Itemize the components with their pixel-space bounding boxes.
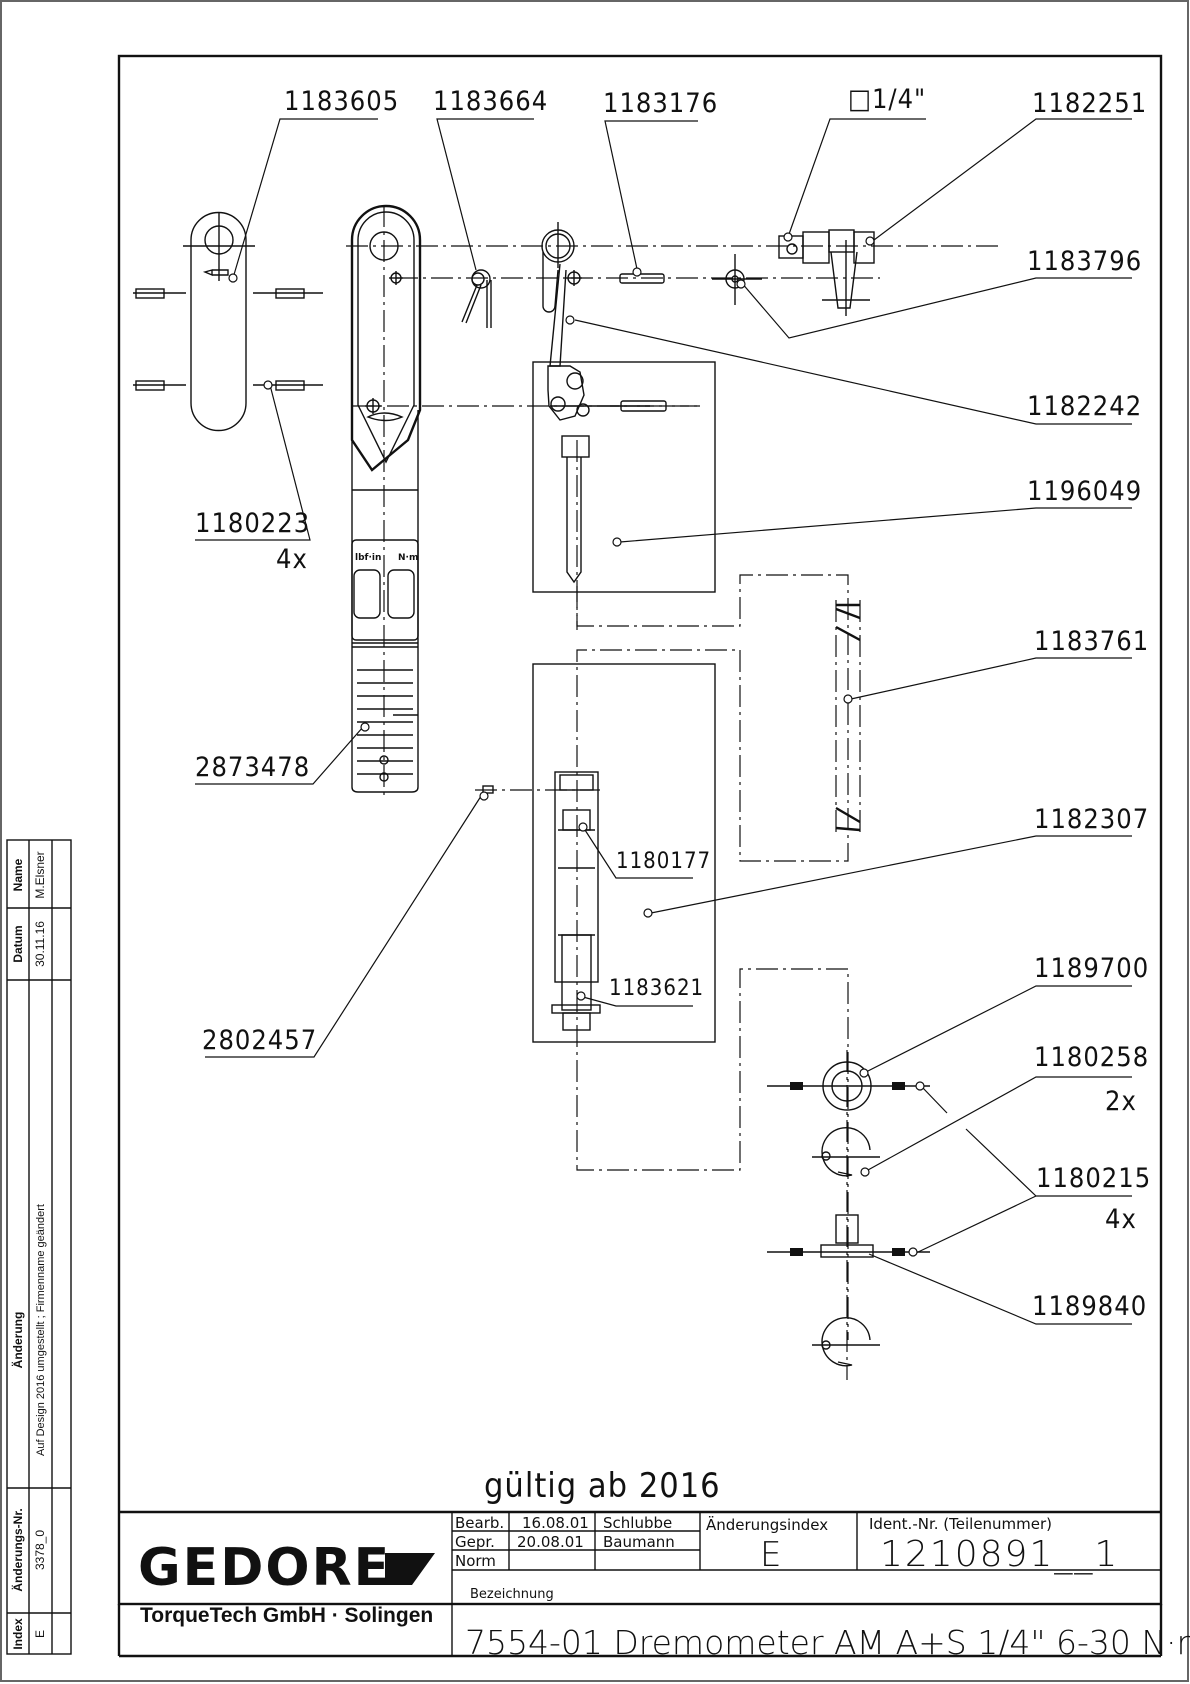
part-label: 1183621: [609, 976, 704, 1001]
rev-header-date: Datum: [11, 925, 25, 962]
main-spring: [576, 574, 861, 1340]
part-qty: 2x: [1105, 1086, 1137, 1117]
rev-name: M.Elsner: [33, 851, 47, 898]
part-label: 2873478: [195, 752, 310, 783]
pin: [619, 273, 665, 284]
rev-date: 30.11.16: [33, 921, 47, 967]
square-drive: [778, 229, 875, 316]
rev-index: E: [33, 1630, 47, 1638]
norm-label: Norm: [455, 1552, 496, 1570]
bearb-name: Schlubbe: [603, 1514, 672, 1532]
gepr-date: 20.08.01: [517, 1533, 584, 1551]
rev-header-name: Name: [11, 858, 25, 891]
part-label: 1180223: [195, 508, 310, 539]
rev-change: Auf Design 2016 umgestellt ; Firmenname …: [35, 1204, 47, 1456]
part-label: 1183761: [1034, 626, 1149, 657]
revision-block: Name M.Elsner Datum 30.11.16 Änderung Au…: [6, 839, 72, 1655]
gepr-name: Baumann: [603, 1533, 675, 1551]
rev-header-change: Änderung: [10, 1312, 25, 1369]
part-label: 1180215: [1036, 1163, 1151, 1194]
adjustment-assembly: [475, 663, 716, 1043]
pawl-lever: [541, 222, 582, 367]
logo-arrow-icon: [385, 1553, 435, 1585]
part-label: 1183796: [1027, 246, 1142, 277]
rev-header-index: Index: [11, 1618, 25, 1650]
part-label: 1180177: [616, 849, 711, 874]
ring-clips: [767, 1050, 930, 1380]
exploded-view: lbf·in N·m: [133, 204, 1000, 1380]
rev-header-change-no: Änderungs-Nr.: [10, 1508, 25, 1591]
part-label: 1183176: [603, 88, 718, 119]
part-label: 1182251: [1032, 88, 1147, 119]
designation-label: Bezeichnung: [470, 1587, 554, 1602]
torsion-spring: [461, 269, 492, 328]
ident-value: 1210891__1: [880, 1534, 1119, 1575]
gepr-label: Gepr.: [455, 1533, 495, 1551]
part-qty: 4x: [276, 544, 308, 575]
part-label: 1183605: [284, 86, 399, 117]
validity-note: gültig ab 2016: [484, 1466, 721, 1506]
cam-assembly: [532, 361, 716, 630]
part-label: □1/4": [848, 84, 926, 115]
part-label: 2802457: [202, 1025, 317, 1056]
change-index-label: Änderungsindex: [706, 1515, 828, 1534]
scale-label-lbfin: lbf·in: [355, 553, 381, 563]
scale-label-nm: N·m: [398, 553, 418, 563]
ident-label: Ident.-Nr. (Teilenummer): [869, 1515, 1052, 1533]
cover-plate: [133, 211, 323, 432]
part-label: 1189700: [1034, 953, 1149, 984]
part-qty: 4x: [1105, 1204, 1137, 1235]
bearb-label: Bearb.: [455, 1514, 504, 1532]
wrench-body: lbf·in N·m: [346, 204, 1000, 800]
rev-change-no: 3378_0: [33, 1530, 47, 1570]
part-label: 1180258: [1034, 1042, 1149, 1073]
title-block: GEDORE TorqueTech GmbH · Solingen Bearb.…: [119, 1510, 1190, 1662]
washer: [712, 254, 762, 305]
change-index-value: E: [760, 1535, 781, 1575]
part-label: 1182242: [1027, 391, 1142, 422]
part-label: 1183664: [433, 86, 548, 117]
company-subtitle: TorqueTech GmbH · Solingen: [140, 1604, 433, 1627]
part-number-labels: 1183605 1183664 1183176 □1/4" 1182251 11…: [195, 84, 1151, 1322]
leader-lines: [195, 118, 1132, 1325]
part-label: 1182307: [1034, 804, 1149, 835]
company-logo: GEDORE: [138, 1538, 391, 1598]
part-label: 1196049: [1027, 476, 1142, 507]
part-label: 1189840: [1032, 1291, 1147, 1322]
bearb-date: 16.08.01: [522, 1514, 589, 1532]
drawing-frame: [117, 54, 1163, 1606]
